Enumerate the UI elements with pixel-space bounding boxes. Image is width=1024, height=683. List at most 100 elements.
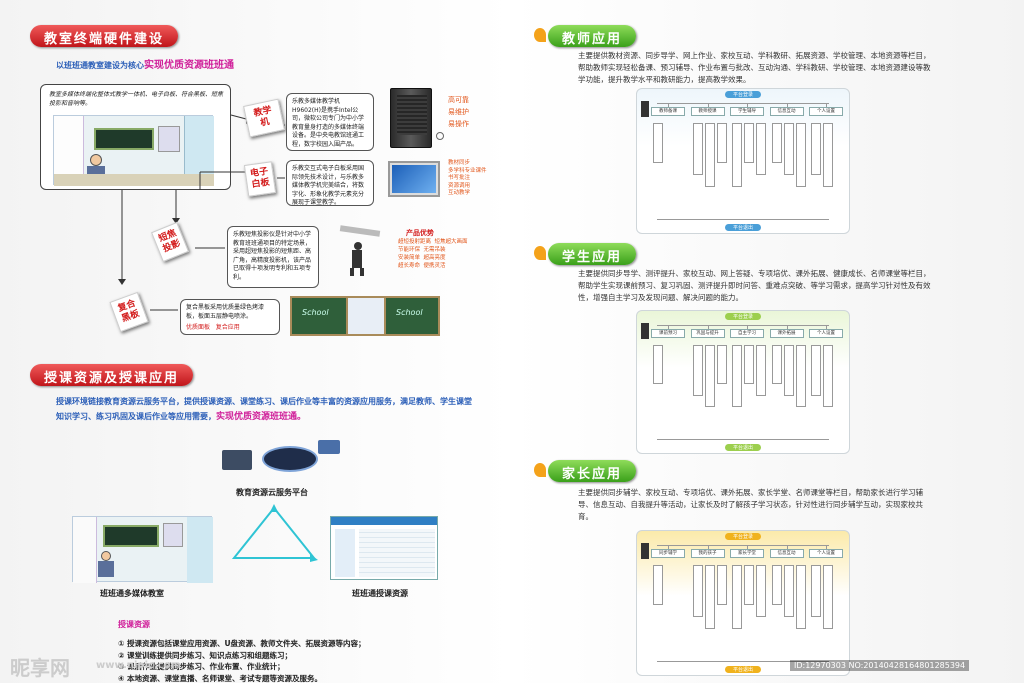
resource-screenshot	[330, 516, 438, 580]
section-title-teacher: 教师应用	[533, 25, 637, 47]
chart-category: 信息互动	[769, 549, 804, 558]
chart-category: 课外拓展	[769, 329, 804, 338]
chart-leaf-box	[756, 345, 766, 396]
projector-description: 乐教短焦投影仪是针对中小学教育班班通项目的特定场景，采用超短焦投影的短焦距、高广…	[227, 226, 319, 288]
teacher-function-chart: 平台登录平台退出教师备课教师授课学生辅导信息互动个人设置	[636, 88, 850, 234]
chart-leaf-box	[653, 565, 663, 605]
chart-leaf-box	[716, 123, 727, 163]
chart-leaf-box	[716, 565, 727, 605]
tag-whiteboard: 电子白板	[243, 161, 277, 197]
chart-top-label: 平台登录	[724, 533, 762, 540]
chart-leaf-box	[704, 123, 715, 187]
chart-leaf-box	[692, 123, 703, 175]
resource-list: ① 授课资源包括课堂应用资源、U盘资源、教师文件夹、拓展资源等内容； ② 课堂训…	[118, 638, 458, 683]
hardware-subtitle: 以班班通教室建设为核心实现优质资源班班通	[56, 60, 234, 71]
parent-function-chart: 平台登录平台退出同步辅学我的孩子家长学堂信息互动个人设置	[636, 530, 850, 676]
chart-leaf-box	[732, 345, 742, 408]
chart-leaf-box	[811, 345, 821, 396]
chart-category: 信息互动	[769, 107, 804, 116]
section-title-student: 学生应用	[533, 243, 637, 265]
chart-category: 课前预习	[651, 329, 685, 338]
chart-leaf-box	[704, 345, 715, 408]
chart-leaf-box	[692, 565, 703, 617]
chart-category: 个人设置	[809, 107, 843, 116]
chart-connector	[826, 103, 827, 107]
chart-leaf-box	[823, 565, 833, 629]
chart-leaf-box	[732, 565, 742, 629]
composite-tag-panel: 优质面板	[186, 324, 211, 331]
composite-tag-usage: 复合应用	[215, 324, 240, 331]
chart-leaf-box	[732, 123, 742, 187]
chart-connector	[657, 103, 829, 104]
resource-list-title: 授课资源	[118, 620, 150, 629]
chart-connector	[657, 325, 829, 326]
triangle-flow-arrows	[231, 504, 318, 562]
classroom-illustration-box: 教室多媒体终端化整体式教学一体机、电子白板、符合黑板、短焦投影和音响等。	[40, 84, 231, 190]
chart-leaf-box	[783, 345, 794, 396]
whiteboard-description: 乐教交互式电子白板采用国际领先技术设计，与乐教多媒体教学机完美结合，将数字化、形…	[286, 160, 374, 206]
chart-connector	[657, 219, 829, 220]
chart-top-label: 平台登录	[724, 313, 762, 320]
chart-connector	[786, 545, 788, 549]
watermark-id: ID:12970303 NO:20140428164801285394	[790, 660, 970, 671]
chart-connector	[786, 103, 788, 107]
chart-category: 巩固与提升	[690, 329, 725, 338]
chart-category: 自主学习	[730, 329, 764, 338]
chart-connector	[657, 661, 829, 662]
certification-icon	[436, 132, 444, 140]
chart-leaf-box	[653, 123, 663, 163]
chart-leaf-box	[692, 345, 703, 396]
chart-category: 教师备课	[651, 107, 685, 116]
chart-connector	[826, 545, 827, 549]
chart-bottom-label: 平台退出	[724, 666, 762, 673]
chart-leaf-box	[795, 123, 806, 187]
list-item: ① 授课资源包括课堂应用资源、U盘资源、教师文件夹、拓展资源等内容；	[118, 639, 366, 648]
teaching-machine-description: 乐教多媒体教学机H9602(H)是携手Intel公司，微软公司专门为中小学教育量…	[286, 93, 374, 151]
cloud-platform-label: 教育资源云服务平台	[236, 488, 308, 497]
list-item: ③ 课后作业提供同步练习、作业布置、作业统计；	[118, 662, 285, 671]
watermark-logo: 昵享网	[10, 656, 70, 680]
chart-connector	[707, 325, 709, 329]
projector-image	[339, 225, 384, 276]
chart-category: 个人设置	[809, 329, 843, 338]
cloud-platform-image	[222, 440, 342, 480]
composite-board-image: School School	[290, 296, 440, 336]
chart-connector	[786, 325, 788, 329]
chart-leaf-box	[744, 565, 754, 605]
whiteboard-image	[388, 161, 440, 197]
chart-side-marker	[641, 101, 649, 117]
chart-leaf-box	[744, 123, 754, 163]
teacher-description: 主要提供教材资源、同步导学、网上作业、家校互动、学科教研、拓展资源、学校管理、本…	[578, 51, 931, 84]
chart-connector	[707, 545, 709, 549]
chart-leaf-box	[783, 565, 794, 617]
machine-features: 高可靠 易维护 易操作	[448, 96, 469, 128]
chart-leaf-box	[756, 123, 766, 175]
chart-leaf-box	[783, 123, 794, 175]
chart-leaf-box	[653, 345, 663, 384]
parent-description: 主要提供同步辅学、家校互动、专项培优、课外拓展、家长学堂、名师课堂等栏目，帮助家…	[578, 488, 923, 521]
chart-leaf-box	[756, 565, 766, 617]
watermark-site: www.nipic.com	[96, 660, 181, 671]
chart-category: 学生辅导	[730, 107, 764, 116]
composite-board-description: 复合黑板采用优质墨绿色烤漆板，板面五层静电喷涂。 优质面板 复合应用	[180, 299, 280, 335]
student-description: 主要提供同步导学、测评提升、家校互动、网上答疑、专项培优、课外拓展、健康成长、名…	[578, 269, 931, 302]
resource-label: 班班通授课资源	[352, 589, 408, 598]
chart-category: 家长学堂	[730, 549, 764, 558]
section-title-parent: 家长应用	[533, 460, 637, 482]
chart-leaf-box	[704, 565, 715, 629]
classroom-note: 教室多媒体终端化整体式教学一体机、电子白板、符合黑板、短焦投影和音响等。	[49, 91, 224, 107]
chart-leaf-box	[823, 123, 833, 187]
chart-category: 我的孩子	[690, 549, 725, 558]
chart-connector	[747, 545, 748, 549]
chart-category: 教师授课	[690, 107, 725, 116]
student-function-chart: 平台登录平台退出课前预习巩固与提升自主学习课外拓展个人设置	[636, 310, 850, 454]
chart-side-marker	[641, 543, 649, 559]
classroom-image	[53, 115, 214, 186]
chart-leaf-box	[811, 123, 821, 175]
chart-top-label: 平台登录	[724, 91, 762, 98]
chart-leaf-box	[744, 345, 754, 384]
list-item: ② 课堂训练提供同步练习、知识点练习和组题练习；	[118, 650, 292, 660]
chart-connector	[668, 545, 669, 549]
section-title-hardware: 教室终端硬件建设	[30, 25, 179, 47]
chart-connector	[668, 103, 669, 107]
